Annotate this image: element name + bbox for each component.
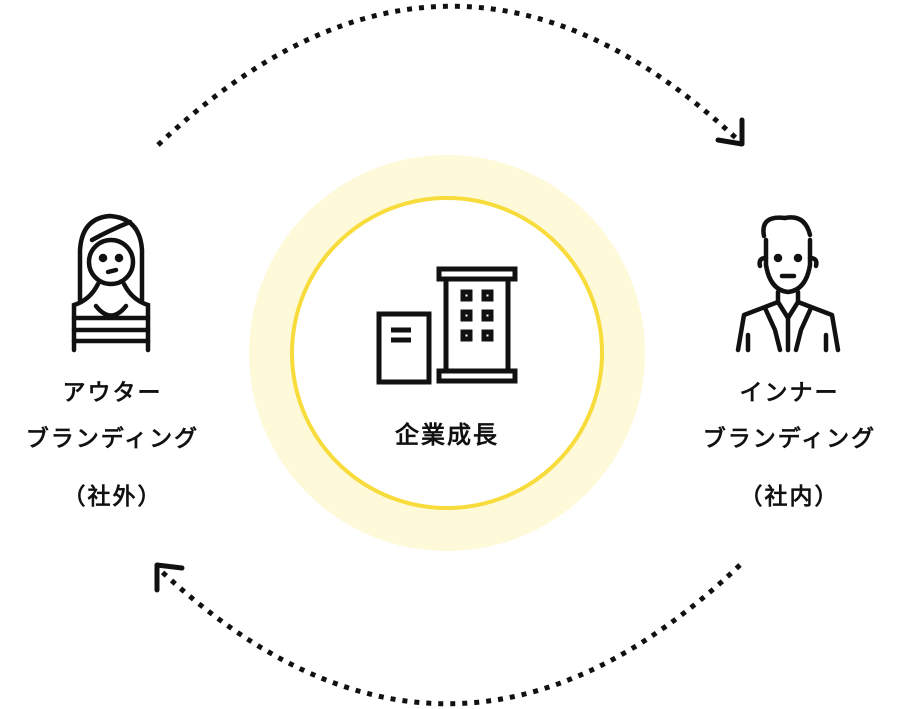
arrow-top-arc bbox=[156, 3, 740, 147]
inner-branding-label: インナー ブランディング （社内） bbox=[677, 370, 900, 520]
office-building-icon bbox=[376, 266, 518, 385]
outer-branding-scope: （社外） bbox=[62, 484, 163, 510]
outer-branding-line2: ブランディング bbox=[25, 426, 200, 452]
company-growth-label: 企業成長 bbox=[395, 421, 499, 449]
arrow-bottom-arc bbox=[158, 563, 742, 707]
arrowhead-left-icon bbox=[154, 562, 185, 593]
woman-avatar-icon bbox=[71, 213, 151, 353]
inner-branding-line1: インナー bbox=[739, 380, 840, 406]
arrowhead-right-icon bbox=[715, 117, 745, 147]
outer-branding-label: アウター ブランディング （社外） bbox=[0, 370, 225, 520]
outer-branding-line1: アウター bbox=[62, 380, 163, 406]
businessman-avatar-icon bbox=[735, 215, 841, 353]
inner-branding-line2: ブランディング bbox=[702, 426, 877, 452]
inner-branding-scope: （社内） bbox=[739, 484, 840, 510]
